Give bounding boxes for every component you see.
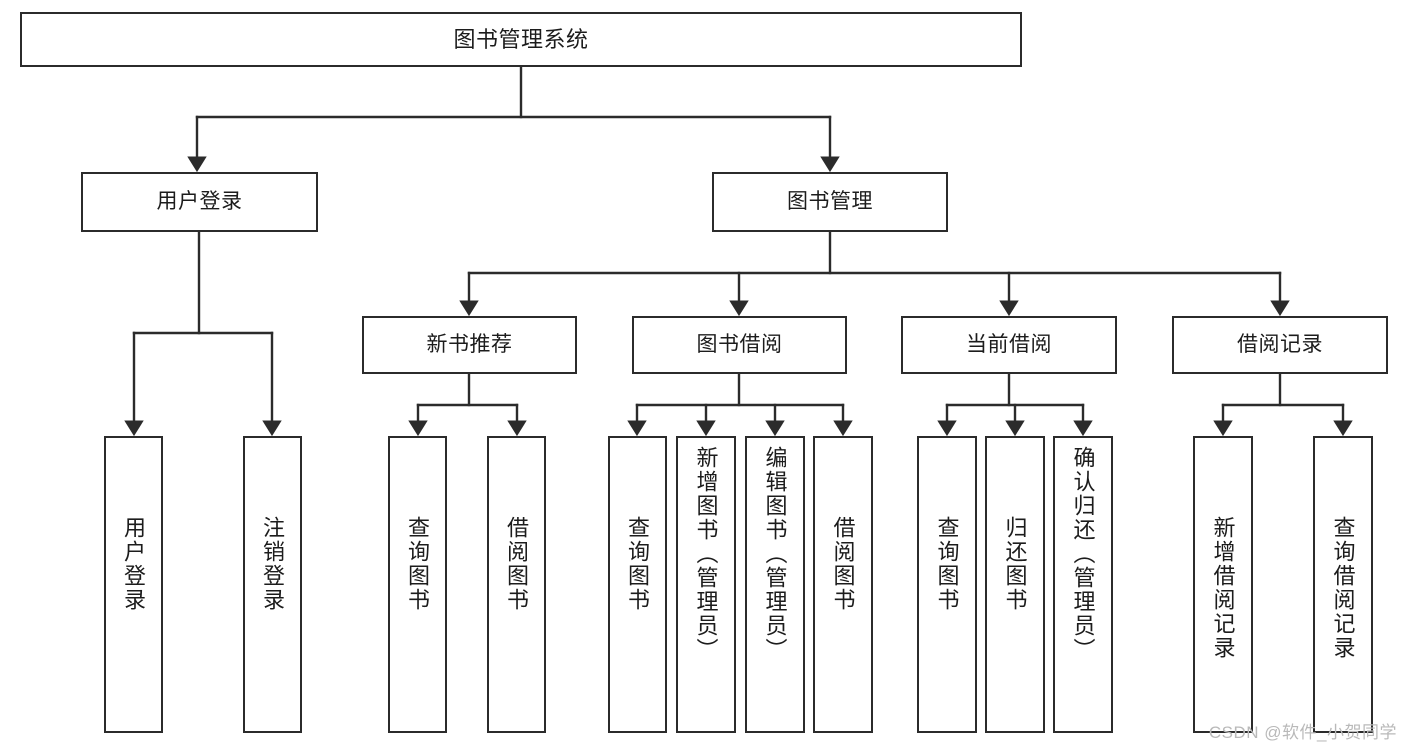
node-user-login[interactable]: 用户登录	[81, 172, 318, 232]
node-leaf-edit-book-label: 编辑图书（管理员）	[762, 446, 788, 662]
node-leaf-query-record-label: 查询借阅记录	[1330, 516, 1356, 660]
node-leaf-return-book-label: 归还图书	[1002, 516, 1028, 612]
node-root-label: 图书管理系统	[453, 26, 589, 52]
node-leaf-query-book-bor-label: 查询图书	[625, 516, 651, 612]
node-leaf-query-book-cur[interactable]: 查询图书	[917, 436, 977, 733]
node-current-borrow[interactable]: 当前借阅	[901, 316, 1117, 374]
node-leaf-logout-label: 注销登录	[260, 516, 286, 612]
node-user-login-label: 用户登录	[156, 189, 243, 213]
node-book-manage-label: 图书管理	[787, 189, 873, 213]
node-new-book-rec-label: 新书推荐	[426, 332, 513, 356]
csdn-watermark: CSDN @软件_小贺同学	[1208, 723, 1397, 742]
node-leaf-user-login[interactable]: 用户登录	[104, 436, 163, 733]
node-leaf-borrow-book-rec-label: 借阅图书	[504, 516, 530, 612]
node-leaf-add-record[interactable]: 新增借阅记录	[1193, 436, 1253, 733]
node-book-borrow[interactable]: 图书借阅	[632, 316, 847, 374]
node-leaf-add-book-label: 新增图书（管理员）	[693, 446, 719, 662]
node-leaf-confirm-return[interactable]: 确认归还（管理员）	[1053, 436, 1113, 733]
node-leaf-edit-book[interactable]: 编辑图书（管理员）	[745, 436, 805, 733]
node-new-book-rec[interactable]: 新书推荐	[362, 316, 577, 374]
node-leaf-borrow-book-bor[interactable]: 借阅图书	[813, 436, 873, 733]
node-leaf-add-book[interactable]: 新增图书（管理员）	[676, 436, 736, 733]
node-leaf-borrow-book-bor-label: 借阅图书	[830, 516, 856, 612]
node-leaf-query-book-rec-label: 查询图书	[405, 516, 431, 612]
node-leaf-query-book-rec[interactable]: 查询图书	[388, 436, 447, 733]
node-leaf-query-book-bor[interactable]: 查询图书	[608, 436, 667, 733]
node-leaf-borrow-book-rec[interactable]: 借阅图书	[487, 436, 546, 733]
node-borrow-record-label: 借阅记录	[1237, 332, 1323, 356]
node-leaf-logout[interactable]: 注销登录	[243, 436, 302, 733]
node-leaf-return-book[interactable]: 归还图书	[985, 436, 1045, 733]
node-book-manage[interactable]: 图书管理	[712, 172, 948, 232]
node-leaf-user-login-label: 用户登录	[121, 516, 147, 612]
node-current-borrow-label: 当前借阅	[966, 332, 1052, 356]
node-leaf-add-record-label: 新增借阅记录	[1210, 516, 1236, 660]
node-leaf-query-book-cur-label: 查询图书	[934, 516, 960, 612]
node-book-borrow-label: 图书借阅	[696, 332, 783, 356]
node-leaf-query-record[interactable]: 查询借阅记录	[1313, 436, 1373, 733]
node-root[interactable]: 图书管理系统	[20, 12, 1022, 67]
node-leaf-confirm-return-label: 确认归还（管理员）	[1070, 446, 1096, 662]
node-borrow-record[interactable]: 借阅记录	[1172, 316, 1388, 374]
